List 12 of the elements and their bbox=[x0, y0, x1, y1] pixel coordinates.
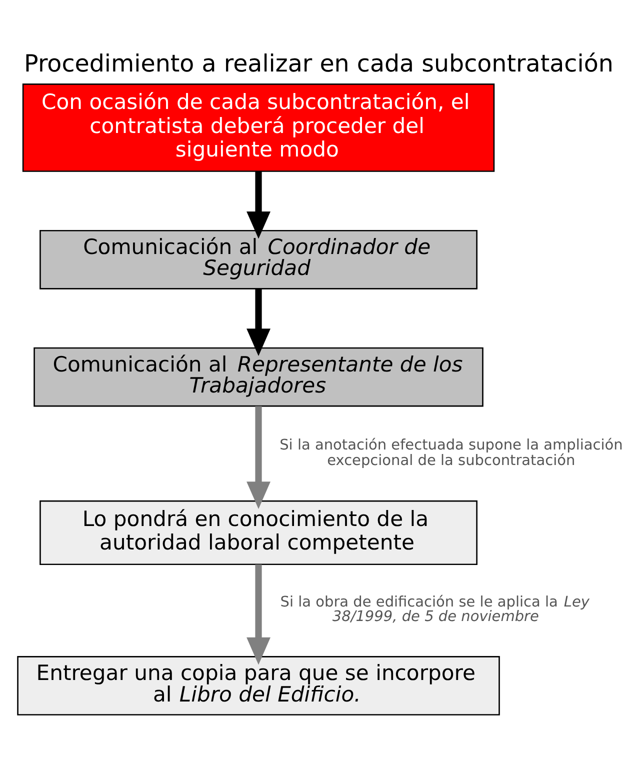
arrow bbox=[246, 171, 270, 239]
edge-label: Si la anotación efectuada supone la ampliación excepcional de la subcontratación bbox=[280, 437, 623, 470]
arrow bbox=[246, 288, 270, 356]
node-box: Comunicación al Representante de los Trabajadores bbox=[34, 347, 484, 407]
arrow bbox=[246, 406, 270, 509]
node-box: Con ocasión de cada subcontratación, el contratista deberá proceder del siguiente modo bbox=[22, 84, 495, 172]
arrow bbox=[246, 564, 270, 665]
edge-label: Si la obra de edificación se le aplica la Ley 38/1999, de 5 de noviembre bbox=[280, 594, 590, 625]
node-box: Comunicación al Coordinador de Seguridad bbox=[40, 230, 478, 290]
node-box: Lo pondrá en conocimiento de la autoridad laboral competente bbox=[40, 500, 478, 565]
node-box: Entregar una copia para que se incorpore al Libro del Edificio. bbox=[17, 656, 500, 716]
diagram-title: Procedimiento a realizar en cada subcontratación bbox=[24, 50, 614, 78]
